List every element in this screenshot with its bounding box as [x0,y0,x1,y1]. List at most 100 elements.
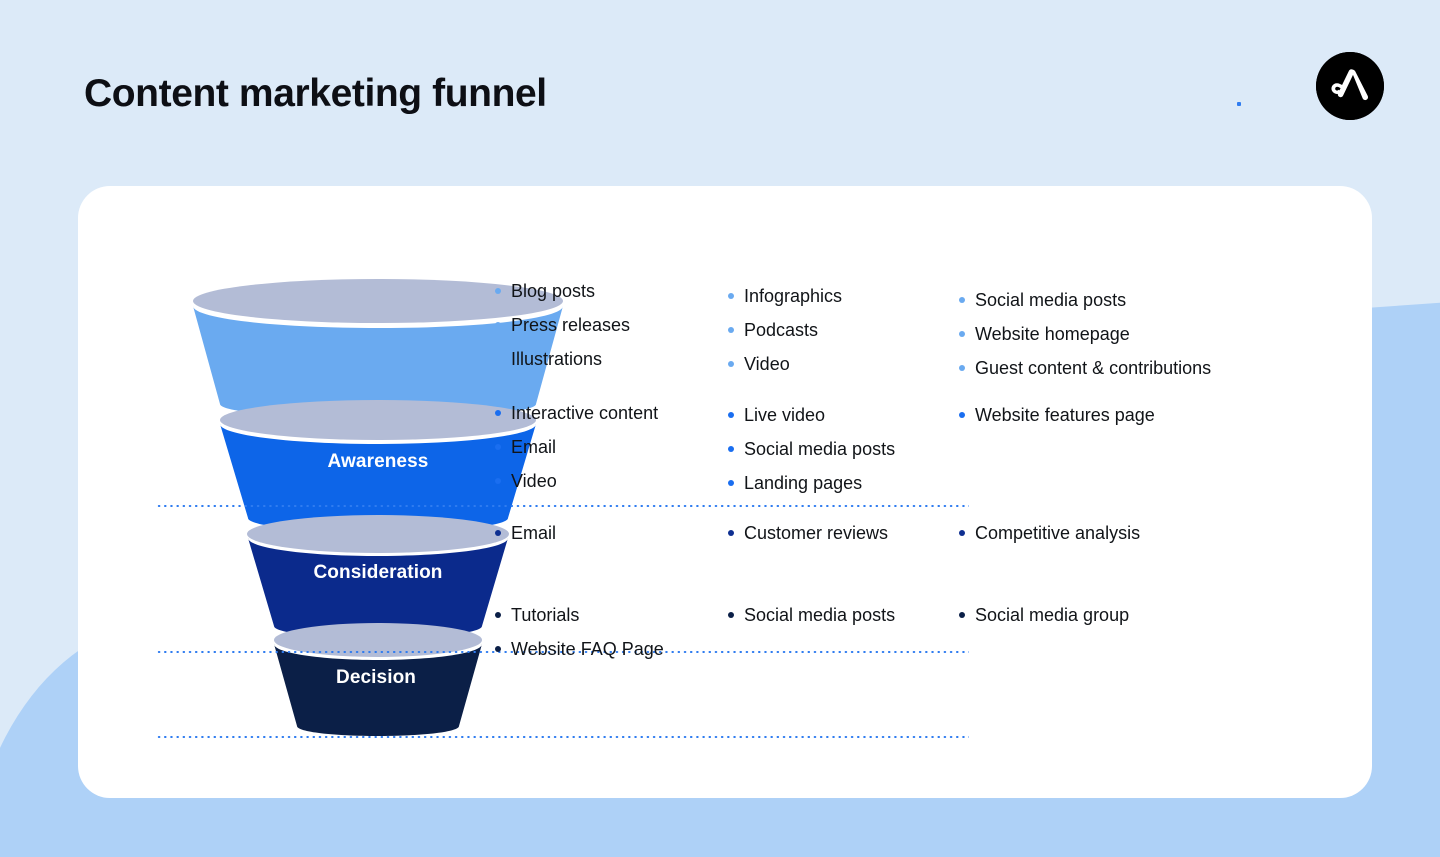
content-row-awareness: Blog posts Press releases Illustrations … [495,274,1325,396]
funnel-cap-4 [274,623,482,657]
list-item: Website features page [959,398,1325,432]
content-column-3: Website features page [959,398,1325,432]
bullet-icon [495,288,501,294]
list-item: Video [495,464,725,498]
bullet-icon [728,361,734,367]
list-item: Guest content & contributions [959,351,1325,385]
list-item-label: Website features page [975,405,1155,425]
content-column-2: Live video Social media posts Landing pa… [728,398,958,500]
list-item-label: Customer reviews [744,523,889,543]
bullet-icon [959,530,965,536]
bullet-icon [495,444,501,450]
list-item-label: Press releases [511,315,631,335]
list-item-label: Interactive content [511,403,659,423]
content-card: Awareness Consideration Decision Retenti… [78,186,1372,798]
list-item-label: Live video [744,405,826,425]
content-column-3: Social media posts Website homepage Gues… [959,283,1325,385]
bullet-icon [728,530,734,536]
content-column-1: Email [495,516,725,550]
list-item-label: Infographics [744,286,843,306]
bullet-icon [959,612,965,618]
logo-a-mark-icon [1316,52,1384,120]
bullet-icon [959,331,965,337]
list-item: Email [495,516,725,550]
list-item-label: Email [511,437,557,457]
funnel-body-4 [274,644,482,736]
bullet-icon [728,446,734,452]
content-column-1: Tutorials Website FAQ Page [495,598,725,666]
list-item-label: Social media group [975,605,1130,625]
bullet-icon [959,412,965,418]
content-column-3: Social media group [959,598,1325,632]
list-item-label: Competitive analysis [975,523,1141,543]
funnel-cap-1 [193,279,563,323]
list-item: Competitive analysis [959,516,1325,550]
bullet-icon [495,410,501,416]
list-item: Infographics [728,279,958,313]
bullet-icon [495,478,501,484]
bullet-icon [728,412,734,418]
list-item: Interactive content [495,396,725,430]
list-item: Customer reviews [728,516,958,550]
content-column-2: Social media posts [728,598,958,632]
row-divider-1 [156,505,969,507]
brand-logo [1316,52,1384,120]
content-row-retention: Tutorials Website FAQ Page Social media … [495,598,1325,680]
list-item: Tutorials [495,598,725,632]
funnel-body-1 [193,306,563,418]
content-column-2: Customer reviews [728,516,958,550]
list-item-label: Guest content & contributions [975,358,1212,378]
list-item: Website FAQ Page [495,632,725,666]
bullet-icon [728,612,734,618]
bullet-icon [495,356,501,362]
list-item-label: Video [744,354,790,374]
funnel-cap-3 [247,515,509,553]
bullet-icon [495,612,501,618]
list-item-label: Podcasts [744,320,819,340]
row-divider-2 [156,651,969,653]
list-item: Live video [728,398,958,432]
list-item-label: Landing pages [744,473,863,493]
list-item-label: Email [511,523,557,543]
bullet-icon [959,297,965,303]
list-item: Landing pages [728,466,958,500]
list-item-label: Social media posts [744,439,896,459]
page-title: Content marketing funnel [84,72,547,115]
list-item: Social media posts [728,598,958,632]
bullet-icon [495,646,501,652]
list-item: Podcasts [728,313,958,347]
content-column-2: Infographics Podcasts Video [728,279,958,381]
list-item-label: Website homepage [975,324,1130,344]
list-item: Social media posts [959,283,1325,317]
bullet-icon [728,327,734,333]
list-item-label: Illustrations [511,349,603,369]
content-column-1: Interactive content Email Video [495,396,725,498]
bullet-icon [728,293,734,299]
content-rows: Blog posts Press releases Illustrations … [495,274,1325,680]
list-item-label: Website FAQ Page [511,639,664,659]
list-item: Email [495,430,725,464]
content-column-1: Blog posts Press releases Illustrations [495,274,725,376]
list-item-label: Social media posts [975,290,1127,310]
list-item: Social media group [959,598,1325,632]
bullet-icon [728,480,734,486]
list-item: Blog posts [495,274,725,308]
list-item: Press releases [495,308,725,342]
funnel-label-retention: Retention [333,768,423,789]
decorative-dot [1237,102,1241,106]
list-item: Video [728,347,958,381]
list-item: Website homepage [959,317,1325,351]
bullet-icon [495,322,501,328]
bullet-icon [495,530,501,536]
row-divider-3 [156,736,969,738]
funnel-cap-2 [220,400,536,440]
list-item-label: Blog posts [511,281,596,301]
list-item-label: Social media posts [744,605,896,625]
funnel-body-3 [248,538,508,638]
list-item-label: Video [511,471,557,491]
content-row-consideration: Interactive content Email Video Live vid… [495,396,1325,516]
bullet-icon [959,365,965,371]
content-column-3: Competitive analysis [959,516,1325,550]
list-item: Social media posts [728,432,958,466]
